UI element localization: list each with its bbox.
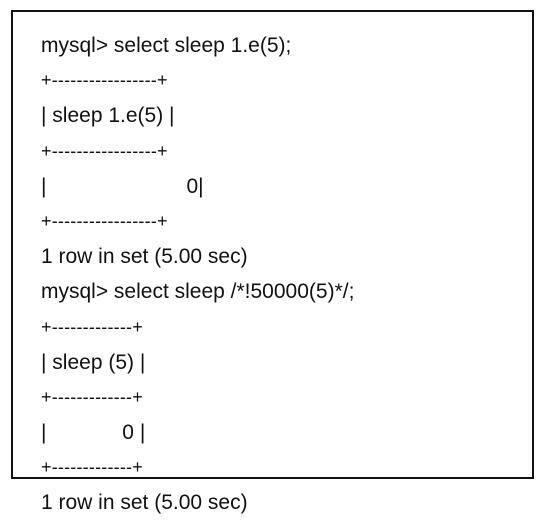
- table-border-line: +-----------------+: [41, 210, 168, 231]
- table-header-line: | sleep 1.e(5) |: [41, 104, 175, 128]
- table-row-line: | 0 |: [41, 421, 146, 445]
- result-status-line: 1 row in set (5.00 sec): [41, 491, 248, 515]
- table-border-line: +-----------------+: [41, 70, 168, 91]
- prompt-line-2: mysql> select sleep /*!50000(5)*/;: [41, 280, 355, 304]
- table-border-line: +-----------------+: [41, 140, 168, 161]
- screenshot-frame: mysql> select sleep 1.e(5); +-----------…: [11, 10, 534, 514]
- prompt-line-1: mysql> select sleep 1.e(5);: [41, 34, 292, 57]
- table-border-line: +-------------+: [41, 386, 143, 407]
- table-border-line: +-------------+: [41, 316, 143, 337]
- result-status-line: 1 row in set (5.00 sec): [41, 245, 248, 269]
- table-header-line: | sleep (5) |: [41, 350, 146, 374]
- table-row-line: | 0|: [41, 174, 204, 198]
- mysql-console-output: mysql> select sleep 1.e(5); +-----------…: [41, 28, 511, 521]
- table-border-line: +-------------+: [41, 457, 143, 478]
